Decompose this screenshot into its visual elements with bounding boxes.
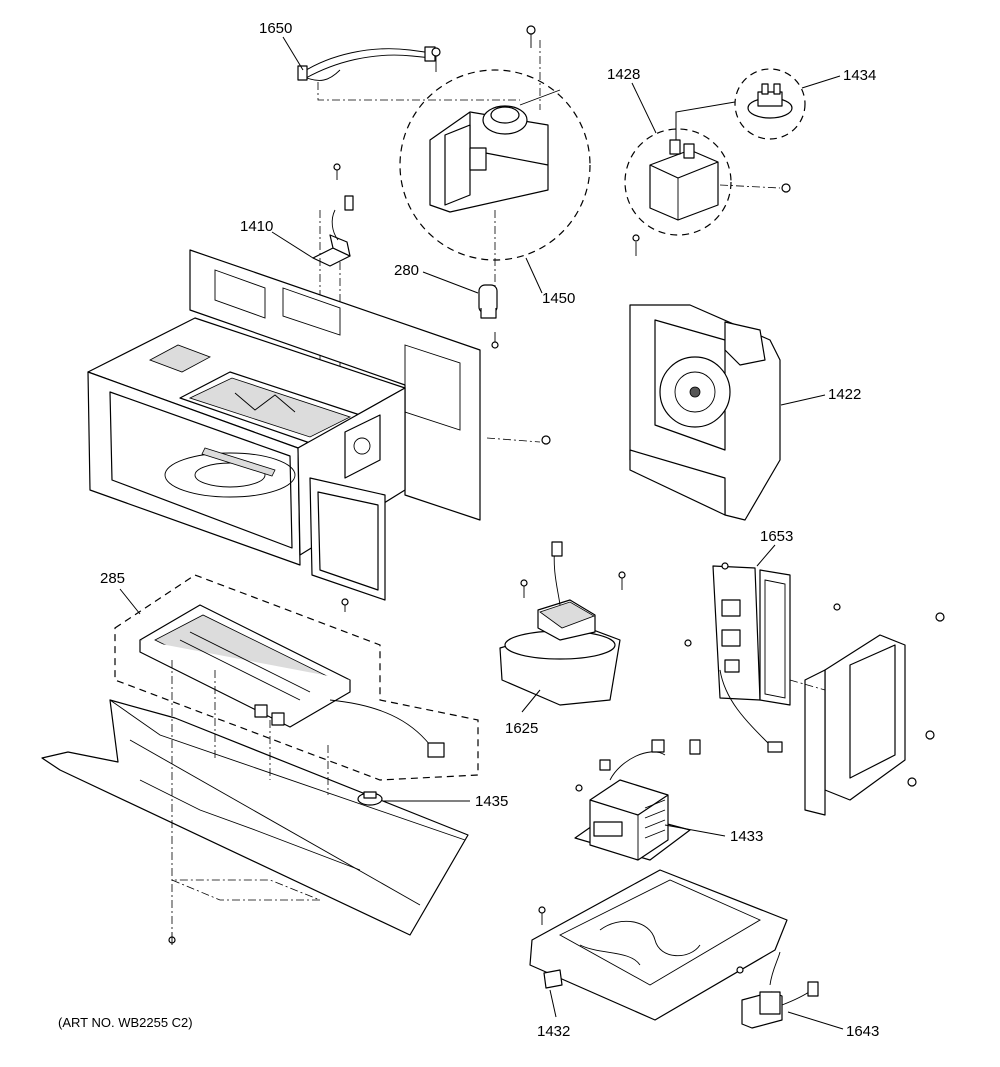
control-board-1653	[684, 562, 791, 753]
callout-1410: 1410	[240, 218, 273, 235]
callout-1432: 1432	[537, 1023, 570, 1040]
art-number: (ART NO. WB2255 C2)	[58, 1015, 193, 1030]
callout-280: 280	[394, 262, 419, 279]
callout-1428: 1428	[607, 66, 640, 83]
thermal-cutout-1434	[675, 68, 806, 140]
noise-filter-1643	[736, 951, 819, 1029]
callout-1433: 1433	[730, 828, 763, 845]
stirrer-motor-1625	[499, 541, 626, 706]
base-plate	[529, 869, 788, 1021]
wire-harness-1650	[297, 46, 520, 101]
callout-285: 285	[100, 570, 125, 587]
oven-cavity	[87, 249, 551, 601]
relay-assembly-1428	[624, 128, 791, 236]
callout-1625: 1625	[505, 720, 538, 737]
callout-1434: 1434	[843, 67, 876, 84]
fan-housing-1422	[629, 234, 781, 521]
bottom-tray	[41, 660, 469, 945]
callout-1422: 1422	[828, 386, 861, 403]
control-panel-frame	[789, 603, 945, 816]
callout-1643: 1643	[846, 1023, 879, 1040]
screw-1410-front	[341, 598, 349, 612]
leader-lines	[119, 36, 844, 1030]
callout-1435: 1435	[475, 793, 508, 810]
screw-top-1450	[431, 25, 536, 72]
part-280	[478, 284, 499, 349]
callout-1650: 1650	[259, 20, 292, 37]
light-assembly-285	[114, 574, 479, 781]
callout-1653: 1653	[760, 528, 793, 545]
callout-1450: 1450	[542, 290, 575, 307]
transformer-1433	[574, 739, 701, 861]
thermal-fuse-1435	[357, 791, 383, 806]
fan-motor-assembly-1450	[399, 40, 591, 290]
